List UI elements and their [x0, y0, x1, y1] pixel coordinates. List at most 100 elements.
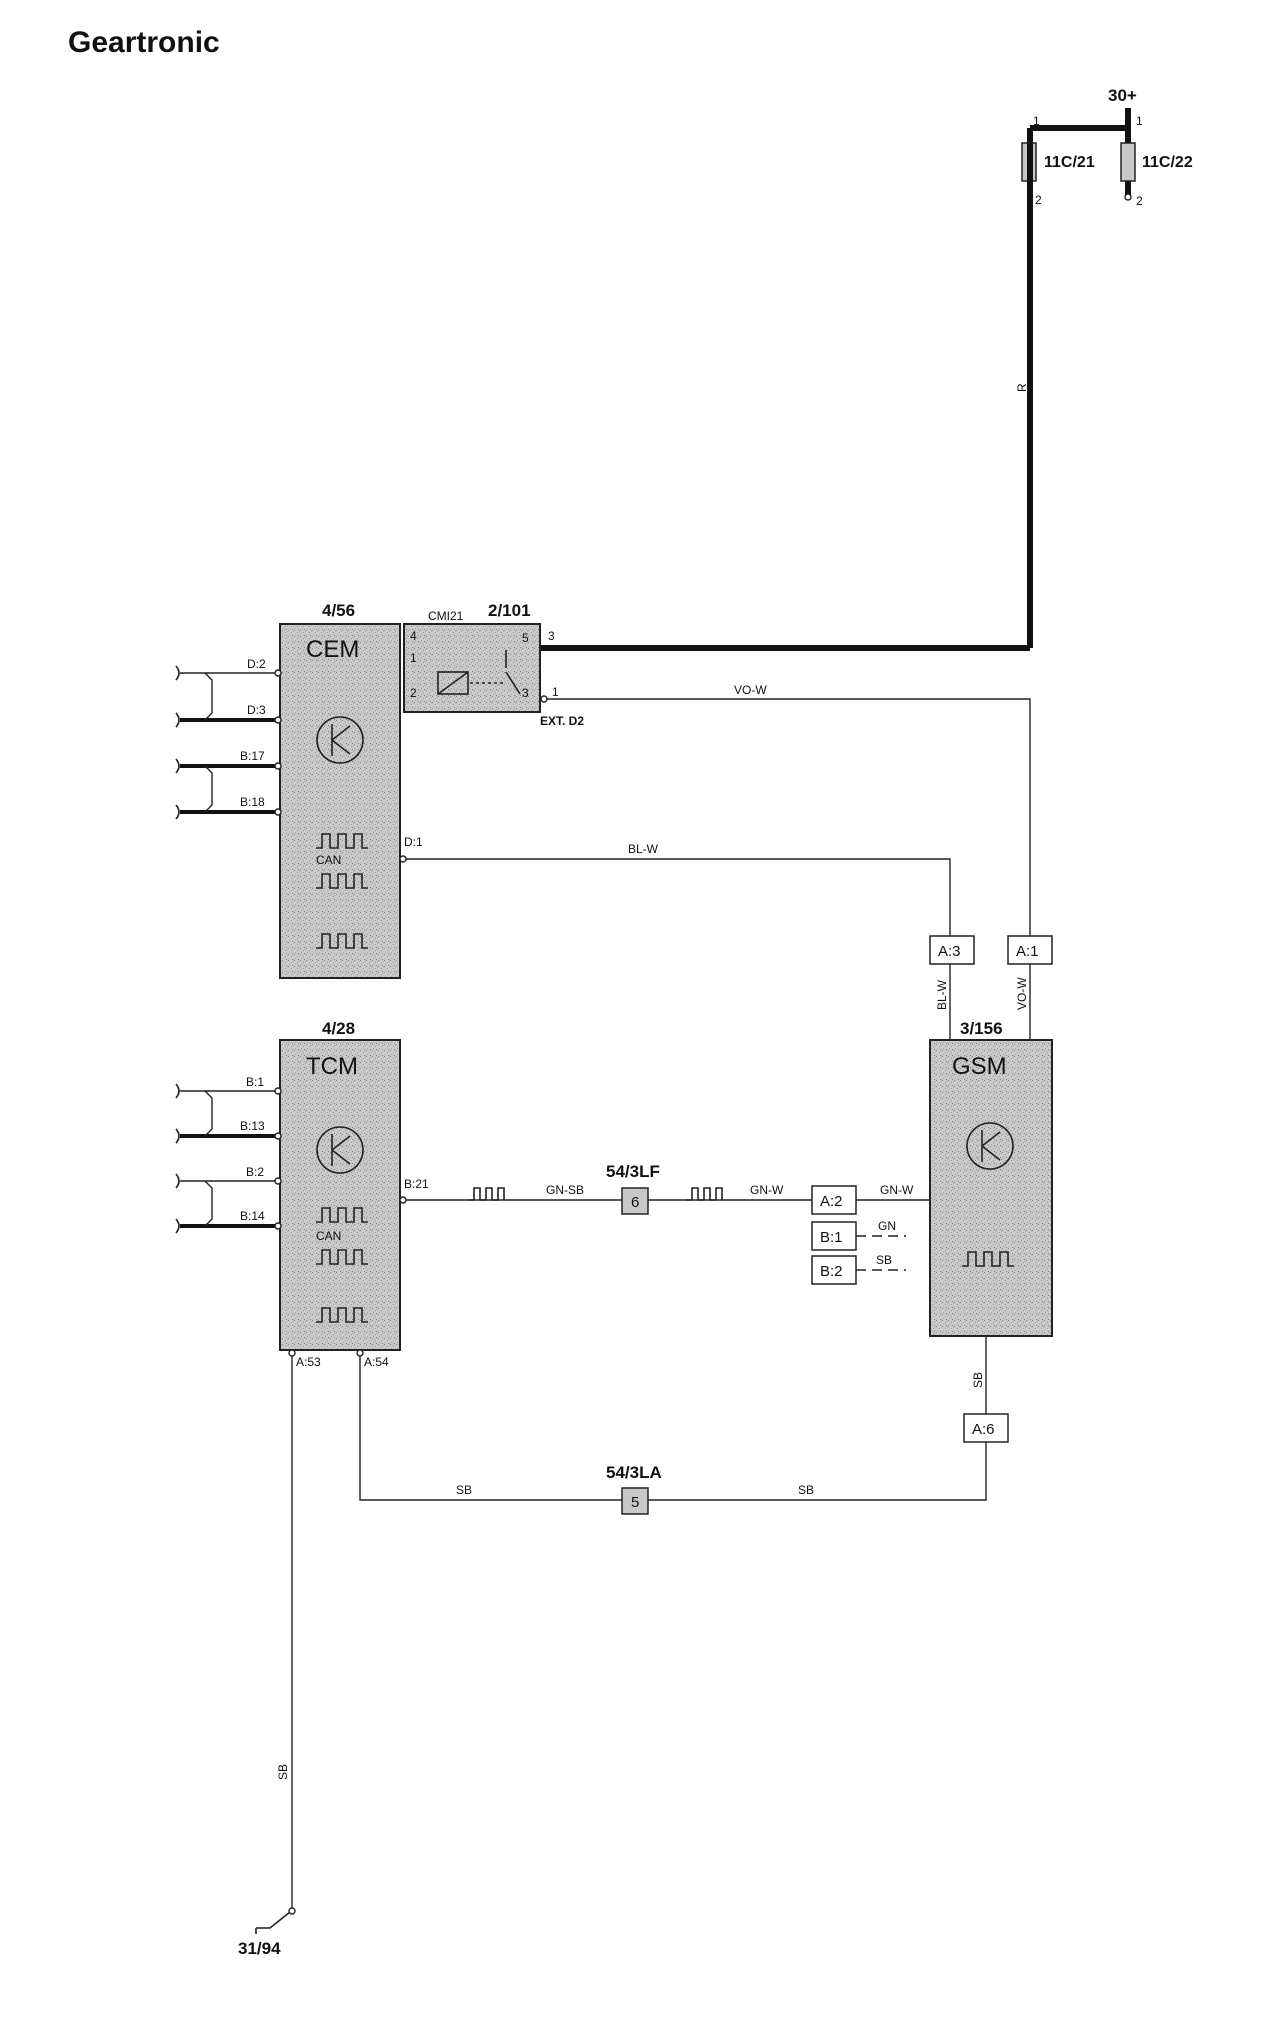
fuse-11c22-pin-bottom-dot [1124, 193, 1132, 201]
wire-sb-loop-left-label: SB [456, 1483, 472, 1497]
cem-transistor-detail [331, 724, 351, 756]
relay-pin-3-inner: 3 [522, 686, 529, 700]
tcm-pulse-wave [316, 1307, 368, 1323]
fuse-11c21-label: 11C/21 [1044, 154, 1095, 171]
fuse-11c21-pin-top: 1 [1033, 114, 1040, 128]
power-label: 30+ [1108, 86, 1137, 105]
cem-lead-b17 [175, 758, 180, 774]
splice-54-3lf-num: 6 [631, 1194, 639, 1211]
cem-pin-b18 [274, 808, 282, 816]
tcm-can-label: CAN [316, 1229, 341, 1243]
connector-b2-label: B:2 [820, 1263, 843, 1280]
wire-r-label: R [1015, 383, 1029, 392]
cem-can-wave-top [316, 833, 368, 849]
cem-pin-b18-label: B:18 [240, 795, 265, 809]
tcm-pin-b1 [274, 1087, 282, 1095]
tcm-lead-b13 [175, 1128, 180, 1144]
tcm-transistor-icon [316, 1126, 364, 1174]
cem-pin-b17-label: B:17 [240, 749, 265, 763]
wire-sb-ground-label: SB [276, 1764, 290, 1780]
wire-bl-w-label: BL-W [628, 842, 659, 856]
relay-code-label: CMI21 [428, 609, 464, 623]
fuse-11c21-pin-bottom: 2 [1035, 193, 1042, 207]
wire-vo-w-gsm-label: VO-W [1015, 977, 1029, 1010]
cem-pin-d2 [274, 669, 282, 677]
wire-vo-w-label: VO-W [734, 683, 767, 697]
tcm-lead-b2 [175, 1173, 180, 1189]
fuse-11c22-icon [1120, 142, 1136, 182]
tcm-lead-b1 [175, 1083, 180, 1099]
ground-pin [288, 1907, 296, 1915]
wire-gn-sb-label: GN-SB [546, 1183, 584, 1197]
cem-lead-d2 [175, 665, 180, 681]
gsm-ref-label: 3/156 [960, 1019, 1003, 1038]
wire-sb-b2-label: SB [876, 1253, 892, 1267]
cem-pin-d3-label: D:3 [247, 703, 266, 717]
wire-vo-w [547, 698, 1031, 936]
tcm-transistor-detail [331, 1134, 351, 1166]
tcm-pin-a53-label: A:53 [296, 1355, 321, 1369]
connector-b1 [811, 1221, 857, 1251]
cem-pin-b17 [274, 762, 282, 770]
tcm-pin-b21-label: B:21 [404, 1177, 429, 1191]
splice-54-3la-ref: 54/3LA [606, 1463, 662, 1482]
cem-twist-b [204, 765, 213, 813]
connector-a3 [929, 935, 975, 965]
tcm-name: TCM [306, 1053, 358, 1080]
relay-pin-1-outer: 1 [552, 685, 559, 699]
tcm-twist-bottom [204, 1180, 213, 1227]
tcm-pin-b1-label: B:1 [246, 1075, 264, 1089]
tcm-pin-b2 [274, 1177, 282, 1185]
relay-coil-icon [437, 671, 469, 695]
cem-transistor-icon [316, 716, 364, 764]
relay-pin-2: 2 [410, 686, 417, 700]
connector-b1-label: B:1 [820, 1229, 843, 1246]
tcm-twist-top [204, 1090, 213, 1137]
wire-bl-w-gsm-label: BL-W [935, 979, 949, 1010]
cem-lead-d3 [175, 712, 180, 728]
wire-gn-w-gsm-label: GN-W [880, 1183, 914, 1197]
tcm-pin-b2-label: B:2 [246, 1165, 264, 1179]
tcm-pin-b13-label: B:13 [240, 1119, 265, 1133]
tcm-pin-b21 [399, 1196, 407, 1204]
connector-a6-label: A:6 [972, 1421, 995, 1438]
splice-54-3la-num: 5 [631, 1494, 639, 1511]
gsm-pulse-wave [962, 1251, 1014, 1267]
wire-bl-w [406, 858, 951, 936]
relay-pin-4: 4 [410, 629, 417, 643]
wire-sb-loop-right-label: SB [798, 1483, 814, 1497]
relay-ref-label: 2/101 [488, 601, 531, 620]
connector-b2 [811, 1255, 857, 1285]
diagram-title: Geartronic [68, 26, 220, 59]
fuse-11c22-pin-bottom: 2 [1136, 194, 1143, 208]
ground-icon [255, 1911, 291, 1934]
relay-pin-5: 5 [522, 631, 529, 645]
connector-a1-label: A:1 [1016, 943, 1039, 960]
gsm-transistor-icon [966, 1122, 1014, 1170]
gsm-name: GSM [952, 1053, 1007, 1080]
tcm-can-wave-bottom [316, 1249, 368, 1265]
gsm-transistor-detail [981, 1130, 1001, 1162]
cem-ref-label: 4/56 [322, 601, 355, 620]
cem-pin-d1 [399, 855, 407, 863]
connector-a6 [963, 1413, 1009, 1443]
tcm-lead-b14 [175, 1218, 180, 1234]
connector-a2-label: A:2 [820, 1193, 843, 1210]
cem-name: CEM [306, 636, 359, 663]
tcm-can-wave-top [316, 1207, 368, 1223]
wire-sb-gsm-label: SB [971, 1372, 985, 1388]
cem-module [279, 623, 401, 979]
relay-pin-1-left: 1 [410, 651, 417, 665]
connector-a1 [1007, 935, 1053, 965]
tcm-pin-a53 [288, 1349, 296, 1357]
tcm-pin-b14-label: B:14 [240, 1209, 265, 1223]
ground-label: 31/94 [238, 1939, 281, 1958]
wire-gn-w-signal-icon [686, 1187, 723, 1201]
wire-sb-loop-right [648, 1442, 987, 1501]
tcm-module [279, 1039, 401, 1351]
connector-a2 [811, 1185, 857, 1215]
wire-gn-label: GN [878, 1219, 896, 1233]
tcm-pin-b14 [274, 1222, 282, 1230]
cem-pin-d3 [274, 716, 282, 724]
